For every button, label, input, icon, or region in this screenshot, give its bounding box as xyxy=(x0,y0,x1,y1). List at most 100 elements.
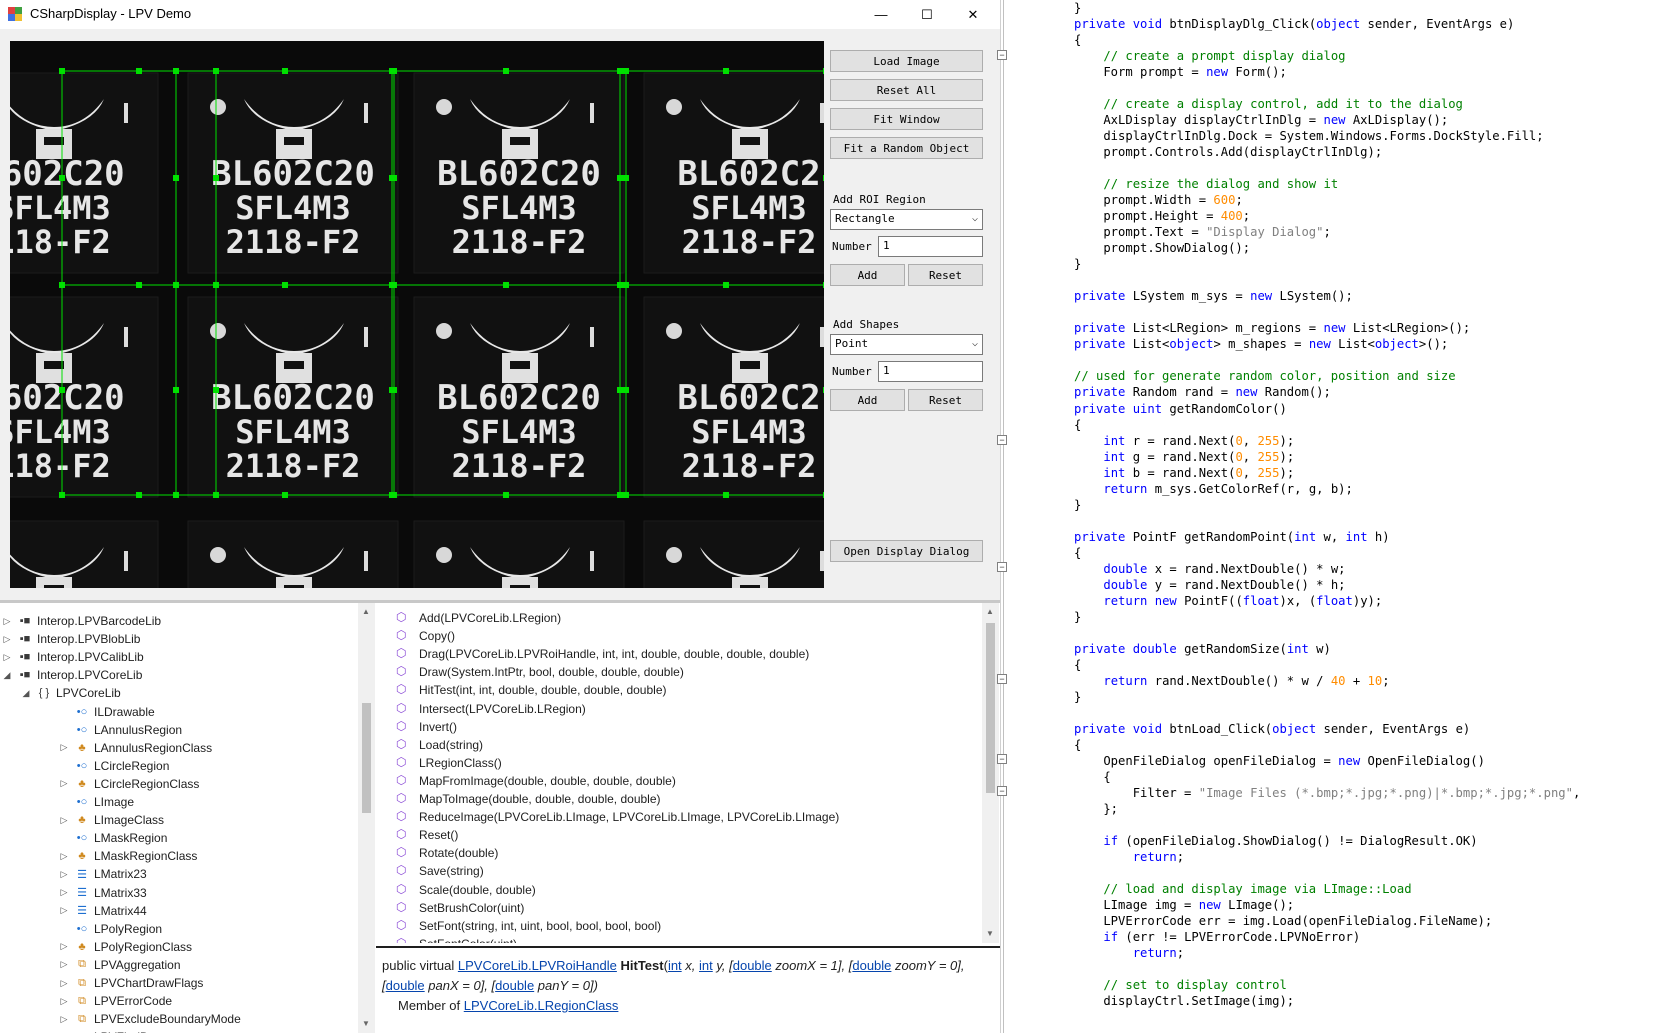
expand-icon[interactable]: ▷ xyxy=(60,778,68,789)
expand-icon[interactable]: ▷ xyxy=(60,814,68,825)
add-shape-button[interactable]: Add xyxy=(830,389,905,411)
member-item[interactable]: ⬡MapFromImage(double, double, double, do… xyxy=(376,772,976,790)
return-type-link[interactable]: LPVCoreLib.LPVRoiHandle xyxy=(457,958,617,973)
member-item[interactable]: ⬡Invert() xyxy=(376,718,976,736)
reset-roi-button[interactable]: Reset xyxy=(908,264,983,286)
tree-item[interactable]: ◢{ }LPVCoreLib xyxy=(0,684,355,702)
member-item[interactable]: ⬡Copy() xyxy=(376,627,976,645)
tree-item[interactable]: ▷⧉LPVChartDrawFlags xyxy=(0,974,355,992)
tree-scrollbar[interactable]: ▲ ▼ xyxy=(358,603,375,1033)
member-item[interactable]: ⬡Intersect(LPVCoreLib.LRegion) xyxy=(376,700,976,718)
reset-shape-button[interactable]: Reset xyxy=(908,389,983,411)
expand-icon[interactable]: ▷ xyxy=(60,868,68,879)
type-link-double[interactable]: double xyxy=(385,978,425,993)
fold-toggle[interactable]: − xyxy=(997,786,1007,796)
maximize-button[interactable]: ☐ xyxy=(904,0,950,29)
expand-icon[interactable]: ▷ xyxy=(60,850,68,861)
member-item[interactable]: ⬡SetBrushColor(uint) xyxy=(376,899,976,917)
collapse-icon[interactable]: ◢ xyxy=(3,669,11,680)
fold-toggle[interactable]: − xyxy=(997,674,1007,684)
code-editor[interactable] xyxy=(1000,0,1666,1033)
member-item[interactable]: ⬡MapToImage(double, double, double, doub… xyxy=(376,790,976,808)
tree-item[interactable]: •○LImage xyxy=(0,793,355,811)
roi-type-select[interactable]: Rectangle ⌵ xyxy=(830,209,983,230)
tree-item[interactable]: ▷☰LMatrix23 xyxy=(0,865,355,883)
tree-item[interactable]: ▷♣LCircleRegionClass xyxy=(0,775,355,793)
expand-icon[interactable]: ▷ xyxy=(60,887,68,897)
member-item[interactable]: ⬡Scale(double, double) xyxy=(376,881,976,899)
close-button[interactable]: ✕ xyxy=(950,0,996,29)
fold-toggle[interactable]: − xyxy=(997,435,1007,445)
tree-item[interactable]: •○LMaskRegion xyxy=(0,829,355,847)
member-item[interactable]: ⬡Save(string) xyxy=(376,862,976,880)
tree-item[interactable]: ▷▪■Interop.LPVBarcodeLib xyxy=(0,612,355,630)
expand-icon[interactable]: ▷ xyxy=(3,633,11,644)
tree-item[interactable]: ◢▪■Interop.LPVCoreLib xyxy=(0,666,355,684)
collapse-icon[interactable]: ◢ xyxy=(22,687,30,698)
shape-number-input[interactable]: 1 xyxy=(878,361,983,382)
type-link-int[interactable]: int xyxy=(699,958,713,973)
type-link-int[interactable]: int xyxy=(667,958,682,973)
open-display-dialog-button[interactable]: Open Display Dialog xyxy=(830,540,983,562)
load-image-button[interactable]: Load Image xyxy=(830,50,983,72)
expand-icon[interactable]: ▷ xyxy=(59,1032,69,1033)
member-item[interactable]: ⬡HitTest(int, int, double, double, doubl… xyxy=(376,681,976,699)
fold-toggle[interactable]: − xyxy=(997,562,1007,572)
expand-icon[interactable]: ▷ xyxy=(3,615,11,626)
title-bar[interactable]: CSharpDisplay - LPV Demo — ☐ ✕ xyxy=(0,0,1000,29)
roi-number-input[interactable]: 1 xyxy=(878,236,983,257)
member-item[interactable]: ⬡LRegionClass() xyxy=(376,754,976,772)
member-item[interactable]: ⬡Drag(LPVCoreLib.LPVRoiHandle, int, int,… xyxy=(376,645,976,663)
object-browser-tree[interactable]: ▷▪■Interop.LPVBarcodeLib▷▪■Interop.LPVBl… xyxy=(0,603,375,1033)
member-item[interactable]: ⬡Add(LPVCoreLib.LRegion) xyxy=(376,609,976,627)
tree-item[interactable]: •○ILDrawable xyxy=(0,703,355,721)
tree-item[interactable]: ▷⧉LPVErrorCode xyxy=(0,992,355,1010)
tree-item[interactable]: ▷♣LMaskRegionClass xyxy=(0,847,355,865)
tree-item[interactable]: ▷⧉LPVExcludeBoundaryMode xyxy=(0,1010,355,1028)
tree-item[interactable]: ▷☰LMatrix33 xyxy=(0,884,355,902)
tree-item[interactable]: ▷♣LPolyRegionClass xyxy=(0,938,355,956)
member-item[interactable]: ⬡ReduceImage(LPVCoreLib.LImage, LPVCoreL… xyxy=(376,808,976,826)
fold-toggle[interactable]: − xyxy=(997,754,1007,764)
tree-item[interactable]: •○LAnnulusRegion xyxy=(0,721,355,739)
tree-item[interactable]: ▷☰LMatrix44 xyxy=(0,902,355,920)
splitter[interactable] xyxy=(0,600,1000,603)
tree-item[interactable]: •○LPolyRegion xyxy=(0,920,355,938)
tree-item[interactable]: ▷♣LAnnulusRegionClass xyxy=(0,739,355,757)
shape-type-select[interactable]: Point ⌵ xyxy=(830,334,983,355)
member-item[interactable]: ⬡SetFont(string, int, uint, bool, bool, … xyxy=(376,917,976,935)
member-class-link[interactable]: LPVCoreLib.LRegionClass xyxy=(463,998,619,1013)
tree-item[interactable]: ▷▪■Interop.LPVCalibLib xyxy=(0,648,355,666)
members-scrollbar[interactable]: ▲ ▼ xyxy=(982,603,999,943)
expand-icon[interactable]: ▷ xyxy=(3,651,11,662)
expand-icon[interactable]: ▷ xyxy=(60,941,68,952)
tree-item[interactable]: ▷♣LImageClass xyxy=(0,811,355,829)
tree-item[interactable]: •○LCircleRegion xyxy=(0,757,355,775)
expand-icon[interactable]: ▷ xyxy=(60,959,68,970)
reset-all-button[interactable]: Reset All xyxy=(830,79,983,101)
expand-icon[interactable]: ▷ xyxy=(60,742,68,753)
expand-icon[interactable]: ▷ xyxy=(60,1013,68,1024)
type-link-double[interactable]: double xyxy=(495,978,535,993)
members-list[interactable]: ⬡Add(LPVCoreLib.LRegion)⬡Copy()⬡Drag(LPV… xyxy=(376,603,1000,943)
fit-random-object-button[interactable]: Fit a Random Object xyxy=(830,137,983,159)
type-link-double[interactable]: double xyxy=(852,958,892,973)
member-item[interactable]: ⬡Rotate(double) xyxy=(376,844,976,862)
tree-item[interactable]: ▷⧉LPVAggregation xyxy=(0,956,355,974)
expand-icon[interactable]: ▷ xyxy=(60,905,68,916)
member-item[interactable]: ⬡Draw(System.IntPtr, bool, double, doubl… xyxy=(376,663,976,681)
tree-item[interactable]: ▷⧉LPVFindBy xyxy=(0,1028,355,1033)
member-item[interactable]: ⬡Reset() xyxy=(376,826,976,844)
add-roi-button[interactable]: Add xyxy=(830,264,905,286)
fit-window-button[interactable]: Fit Window xyxy=(830,108,983,130)
type-link-double[interactable]: double xyxy=(732,958,772,973)
tree-scroll-thumb[interactable] xyxy=(362,703,371,813)
member-item[interactable]: ⬡Load(string) xyxy=(376,736,976,754)
member-item[interactable]: ⬡SetFontColor(uint) xyxy=(376,935,976,943)
fold-toggle[interactable]: − xyxy=(997,50,1007,60)
image-display[interactable]: .602C20SFL4M3118-F2BL602C20SFL4M32118-F2… xyxy=(10,41,824,588)
expand-icon[interactable]: ▷ xyxy=(60,977,68,988)
expand-icon[interactable]: ▷ xyxy=(60,995,68,1006)
tree-item[interactable]: ▷▪■Interop.LPVBlobLib xyxy=(0,630,355,648)
members-scroll-thumb[interactable] xyxy=(986,623,995,793)
